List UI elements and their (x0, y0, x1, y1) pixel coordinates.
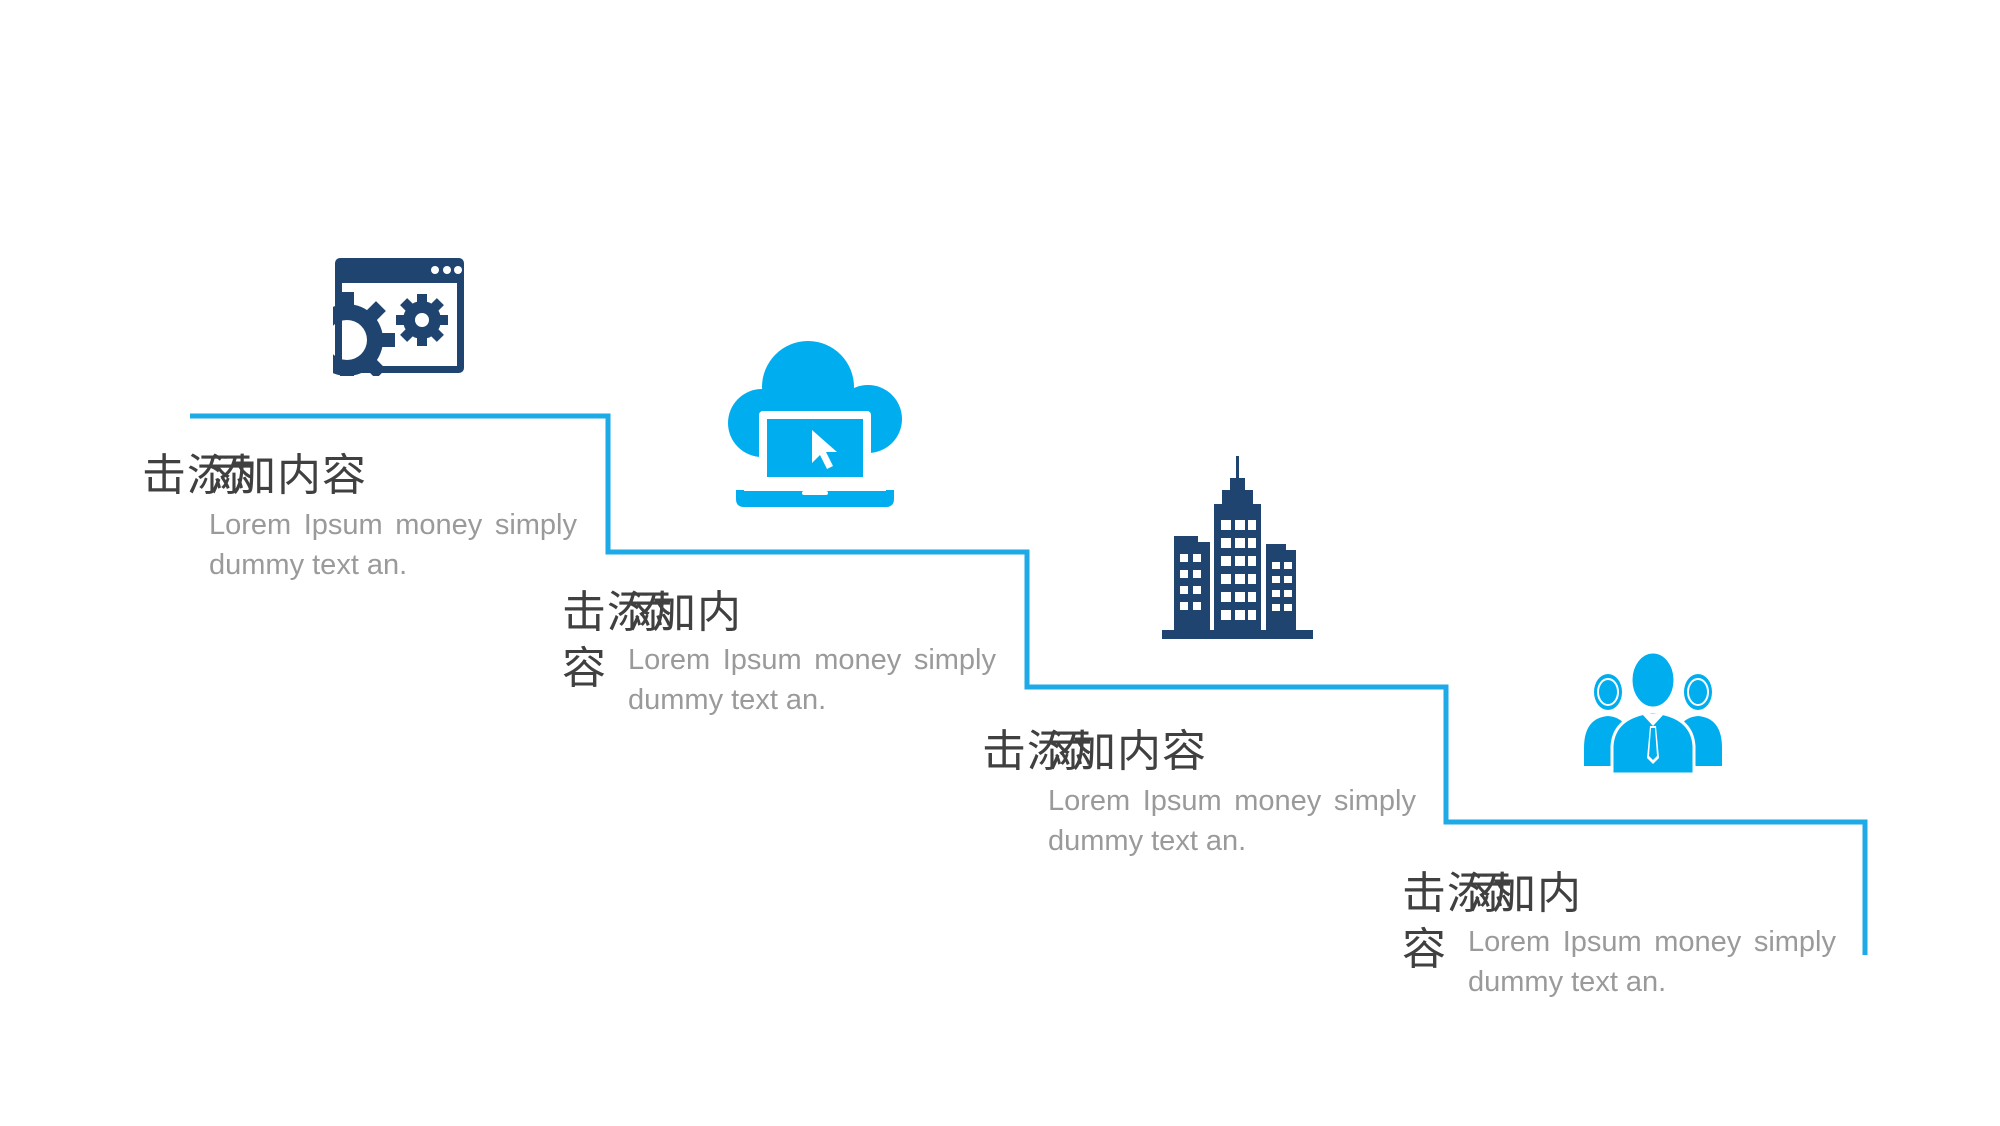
team-people-icon (1582, 646, 1724, 778)
step-1-title-overlay: 添 (209, 450, 253, 501)
step-3-desc: Lorem Ipsum money simply dummy text an. (1048, 785, 1416, 857)
browser-gears-icon (308, 256, 466, 388)
city-buildings-icon (1160, 456, 1315, 642)
cloud-laptop-icon (726, 335, 904, 510)
step-2-desc: Lorem Ipsum money simply dummy text an. (628, 644, 996, 716)
step-2-title-overlay: 添 (628, 587, 672, 638)
step-4-title: 击添加内容 (1402, 868, 1582, 975)
step-2-title: 击添加内容 (562, 587, 742, 694)
step-3-title-overlay: 添 (1048, 726, 1092, 777)
step-3-title: 击添加内容 (982, 726, 1207, 777)
step-1-desc: Lorem Ipsum money simply dummy text an. (209, 509, 577, 581)
step-4-desc: Lorem Ipsum money simply dummy text an. (1468, 926, 1836, 998)
step-4-title-overlay: 添 (1468, 868, 1512, 919)
step-1-title: 击添加内容 (142, 450, 367, 501)
